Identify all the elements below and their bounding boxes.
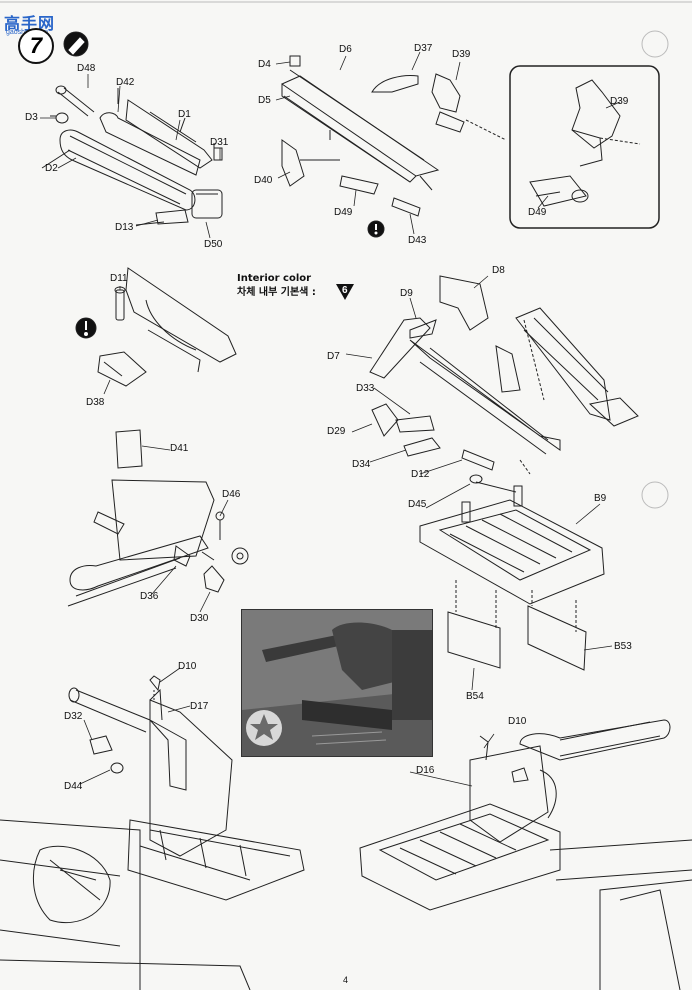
label-d45: D45 xyxy=(408,499,427,510)
label-d36: D36 xyxy=(140,591,159,602)
step-number-badge: 7 xyxy=(18,28,54,64)
label-d46: D46 xyxy=(222,489,241,500)
label-d50: D50 xyxy=(204,239,223,250)
label-d33: D33 xyxy=(356,383,375,394)
label-b9: B9 xyxy=(594,493,607,504)
reference-photo xyxy=(241,609,433,757)
label-d12: D12 xyxy=(411,469,430,480)
label-d10-right: D10 xyxy=(508,716,527,727)
vehicle-left-assembly xyxy=(0,675,305,990)
detail-inset xyxy=(509,65,660,229)
label-d3: D3 xyxy=(25,112,38,123)
label-d29: D29 xyxy=(327,426,346,437)
reference-photo-drawing xyxy=(242,610,432,756)
label-d8: D8 xyxy=(492,265,505,276)
page-number: 4 xyxy=(343,975,349,985)
label-d37: D37 xyxy=(414,43,433,54)
label-d11: D11 xyxy=(110,273,128,284)
label-d9: D9 xyxy=(400,288,413,299)
vehicle-right-assembly xyxy=(359,719,692,990)
label-d1: D1 xyxy=(178,109,191,120)
color-code-badge xyxy=(336,284,354,300)
label-d38: D38 xyxy=(86,397,105,408)
label-d2: D2 xyxy=(45,163,58,174)
label-d7: D7 xyxy=(327,351,340,362)
label-d43: D43 xyxy=(408,235,427,246)
label-d32: D32 xyxy=(64,711,83,722)
gun-cradle-assembly xyxy=(41,85,223,226)
label-d30: D30 xyxy=(190,613,209,624)
interior-color-label: Interior color xyxy=(237,273,312,284)
label-d40: D40 xyxy=(254,175,273,186)
label-d42: D42 xyxy=(116,77,135,88)
label-b53: B53 xyxy=(614,641,632,652)
label-d13: D13 xyxy=(115,222,134,233)
side-frame-assembly xyxy=(369,275,639,493)
interior-color-label-korean: 차체 내부 기본색 : xyxy=(237,287,316,298)
label-d16: D16 xyxy=(416,765,435,776)
label-d17: D17 xyxy=(190,701,209,712)
label-d6: D6 xyxy=(339,44,352,55)
label-d49-top: D49 xyxy=(334,207,353,218)
color-code-number: 6 xyxy=(342,285,348,296)
label-b54: B54 xyxy=(466,691,484,702)
label-d44: D44 xyxy=(64,781,83,792)
floor-plate xyxy=(419,485,605,671)
gun-sight-assembly xyxy=(67,429,249,607)
glue-icon xyxy=(63,31,89,57)
bracket-assembly xyxy=(75,267,237,387)
label-d41: D41 xyxy=(170,443,189,454)
sight-frame-assembly xyxy=(280,55,507,238)
label-d39-top: D39 xyxy=(452,49,471,60)
leader-lines xyxy=(40,51,621,787)
label-d49-inset: D49 xyxy=(528,207,547,218)
label-d5: D5 xyxy=(258,95,271,106)
label-d31: D31 xyxy=(210,137,229,148)
label-d48: D48 xyxy=(77,63,96,74)
label-d4: D4 xyxy=(258,59,271,70)
label-d10-left: D10 xyxy=(178,661,197,672)
label-d34: D34 xyxy=(352,459,371,470)
label-d39-inset: D39 xyxy=(610,96,629,107)
